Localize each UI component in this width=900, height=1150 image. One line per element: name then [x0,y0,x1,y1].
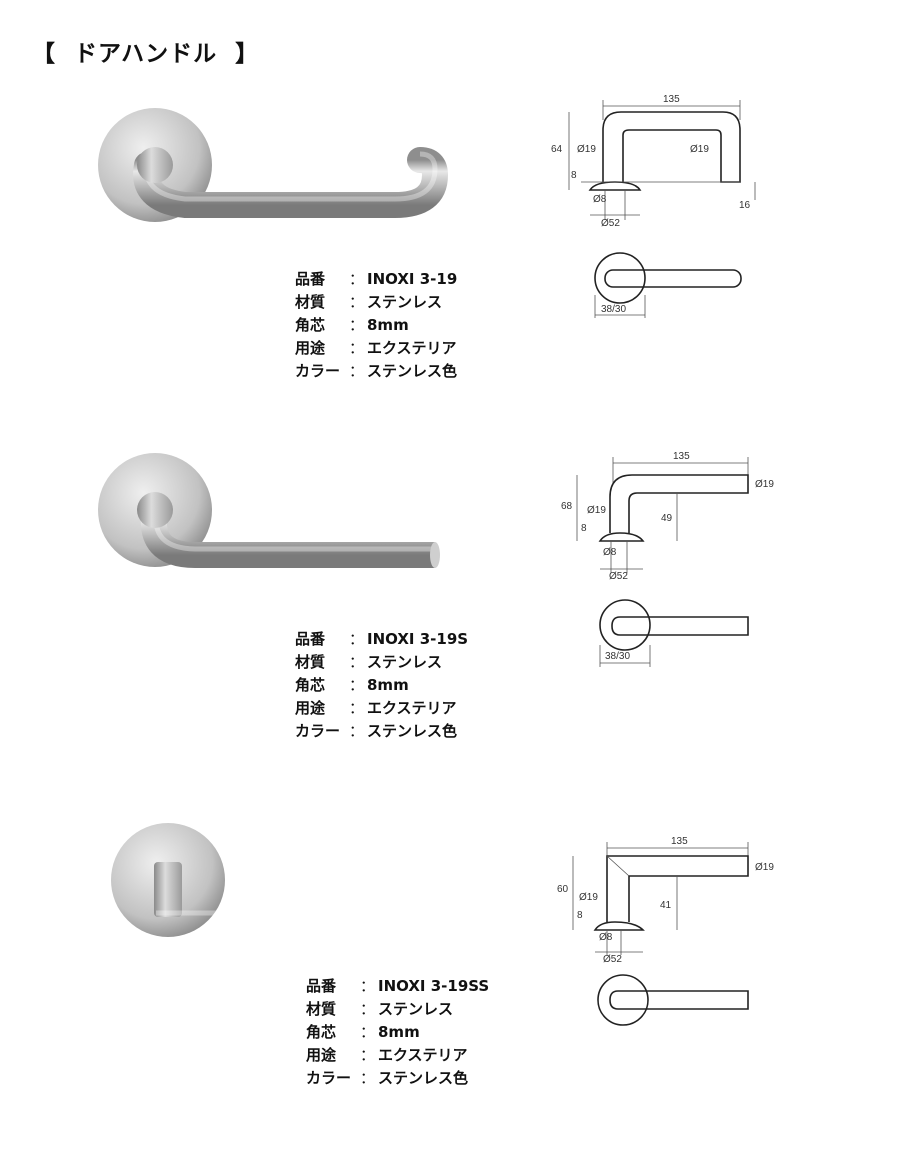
spec-list: 品番：INOXI 3-19SS 材質：ステンレス 角芯：8mm 用途：エクステリ… [306,975,489,1090]
svg-text:Ø8: Ø8 [603,547,617,558]
svg-text:Ø52: Ø52 [603,954,622,965]
spindle-value: 8mm [367,316,409,334]
color-value: ステンレス色 [367,722,458,740]
material-value: ステンレス [367,653,443,671]
page-title: 【 ドアハンドル 】 [32,41,260,67]
svg-text:Ø52: Ø52 [601,218,620,229]
part-no-value: INOXI 3-19S [367,630,469,648]
handle-photo [98,108,449,222]
svg-text:135: 135 [673,451,690,462]
handle-photo [98,453,440,568]
svg-text:Ø8: Ø8 [599,932,613,943]
technical-drawing: 135 60 Ø19 Ø19 41 8 Ø8 Ø52 [557,836,774,1026]
spec-row-material: 材質：ステンレス [306,998,489,1021]
spec-row-color: カラー：ステンレス色 [295,720,468,743]
use-value: エクステリア [367,339,457,357]
spec-row-use: 用途：エクステリア [306,1044,489,1067]
spec-list: 品番：INOXI 3-19S 材質：ステンレス 角芯：8mm 用途：エクステリア… [295,628,468,743]
use-value: エクステリア [378,1046,468,1064]
svg-text:135: 135 [671,836,688,847]
product-card: 品番：INOXI 3-19S 材質：ステンレス 角芯：8mm 用途：エクステリア… [0,440,900,800]
svg-text:Ø19: Ø19 [690,144,709,155]
material-value: ステンレス [367,293,443,311]
spec-row-part-no: 品番：INOXI 3-19 [295,268,457,291]
svg-text:Ø19: Ø19 [577,144,596,155]
material-value: ステンレス [378,1000,454,1018]
technical-drawing: 135 64 Ø19 Ø19 8 16 Ø8 Ø52 38/30 [551,94,756,318]
svg-text:49: 49 [661,513,673,524]
spec-row-use: 用途：エクステリア [295,337,457,360]
spec-list: 品番：INOXI 3-19 材質：ステンレス 角芯：8mm 用途：エクステリア … [295,268,457,383]
spindle-value: 8mm [378,1023,420,1041]
spec-row-spindle: 角芯：8mm [295,314,457,337]
svg-text:Ø19: Ø19 [755,862,774,873]
svg-text:8: 8 [571,170,577,181]
spec-row-part-no: 品番：INOXI 3-19SS [306,975,489,998]
svg-text:Ø19: Ø19 [587,505,606,516]
spindle-value: 8mm [367,676,409,694]
spec-row-material: 材質：ステンレス [295,291,457,314]
spec-row-color: カラー：ステンレス色 [295,360,457,383]
svg-text:135: 135 [663,94,680,105]
product-card: 品番：INOXI 3-19SS 材質：ステンレス 角芯：8mm 用途：エクステリ… [0,790,900,1150]
part-no-value: INOXI 3-19SS [378,977,490,995]
svg-text:68: 68 [561,501,573,512]
use-value: エクステリア [367,699,457,717]
product-card: 品番：INOXI 3-19 材質：ステンレス 角芯：8mm 用途：エクステリア … [0,80,900,440]
svg-text:60: 60 [557,884,569,895]
spec-row-spindle: 角芯：8mm [295,674,468,697]
svg-text:16: 16 [739,200,751,211]
spec-row-material: 材質：ステンレス [295,651,468,674]
technical-drawing: 135 68 Ø19 Ø19 49 8 Ø8 Ø52 38/30 [561,451,774,667]
svg-text:Ø52: Ø52 [609,571,628,582]
color-value: ステンレス色 [378,1069,469,1087]
spec-row-color: カラー：ステンレス色 [306,1067,489,1090]
svg-text:38/30: 38/30 [601,304,626,315]
spec-row-spindle: 角芯：8mm [306,1021,489,1044]
svg-text:8: 8 [577,910,583,921]
part-no-value: INOXI 3-19 [367,270,458,288]
handle-photo [111,823,455,937]
svg-text:64: 64 [551,144,563,155]
svg-text:38/30: 38/30 [605,651,630,662]
color-value: ステンレス色 [367,362,458,380]
svg-text:Ø19: Ø19 [579,892,598,903]
svg-text:41: 41 [660,900,672,911]
svg-text:Ø8: Ø8 [593,194,607,205]
spec-row-use: 用途：エクステリア [295,697,468,720]
spec-row-part-no: 品番：INOXI 3-19S [295,628,468,651]
svg-text:8: 8 [581,523,587,534]
svg-text:Ø19: Ø19 [755,479,774,490]
